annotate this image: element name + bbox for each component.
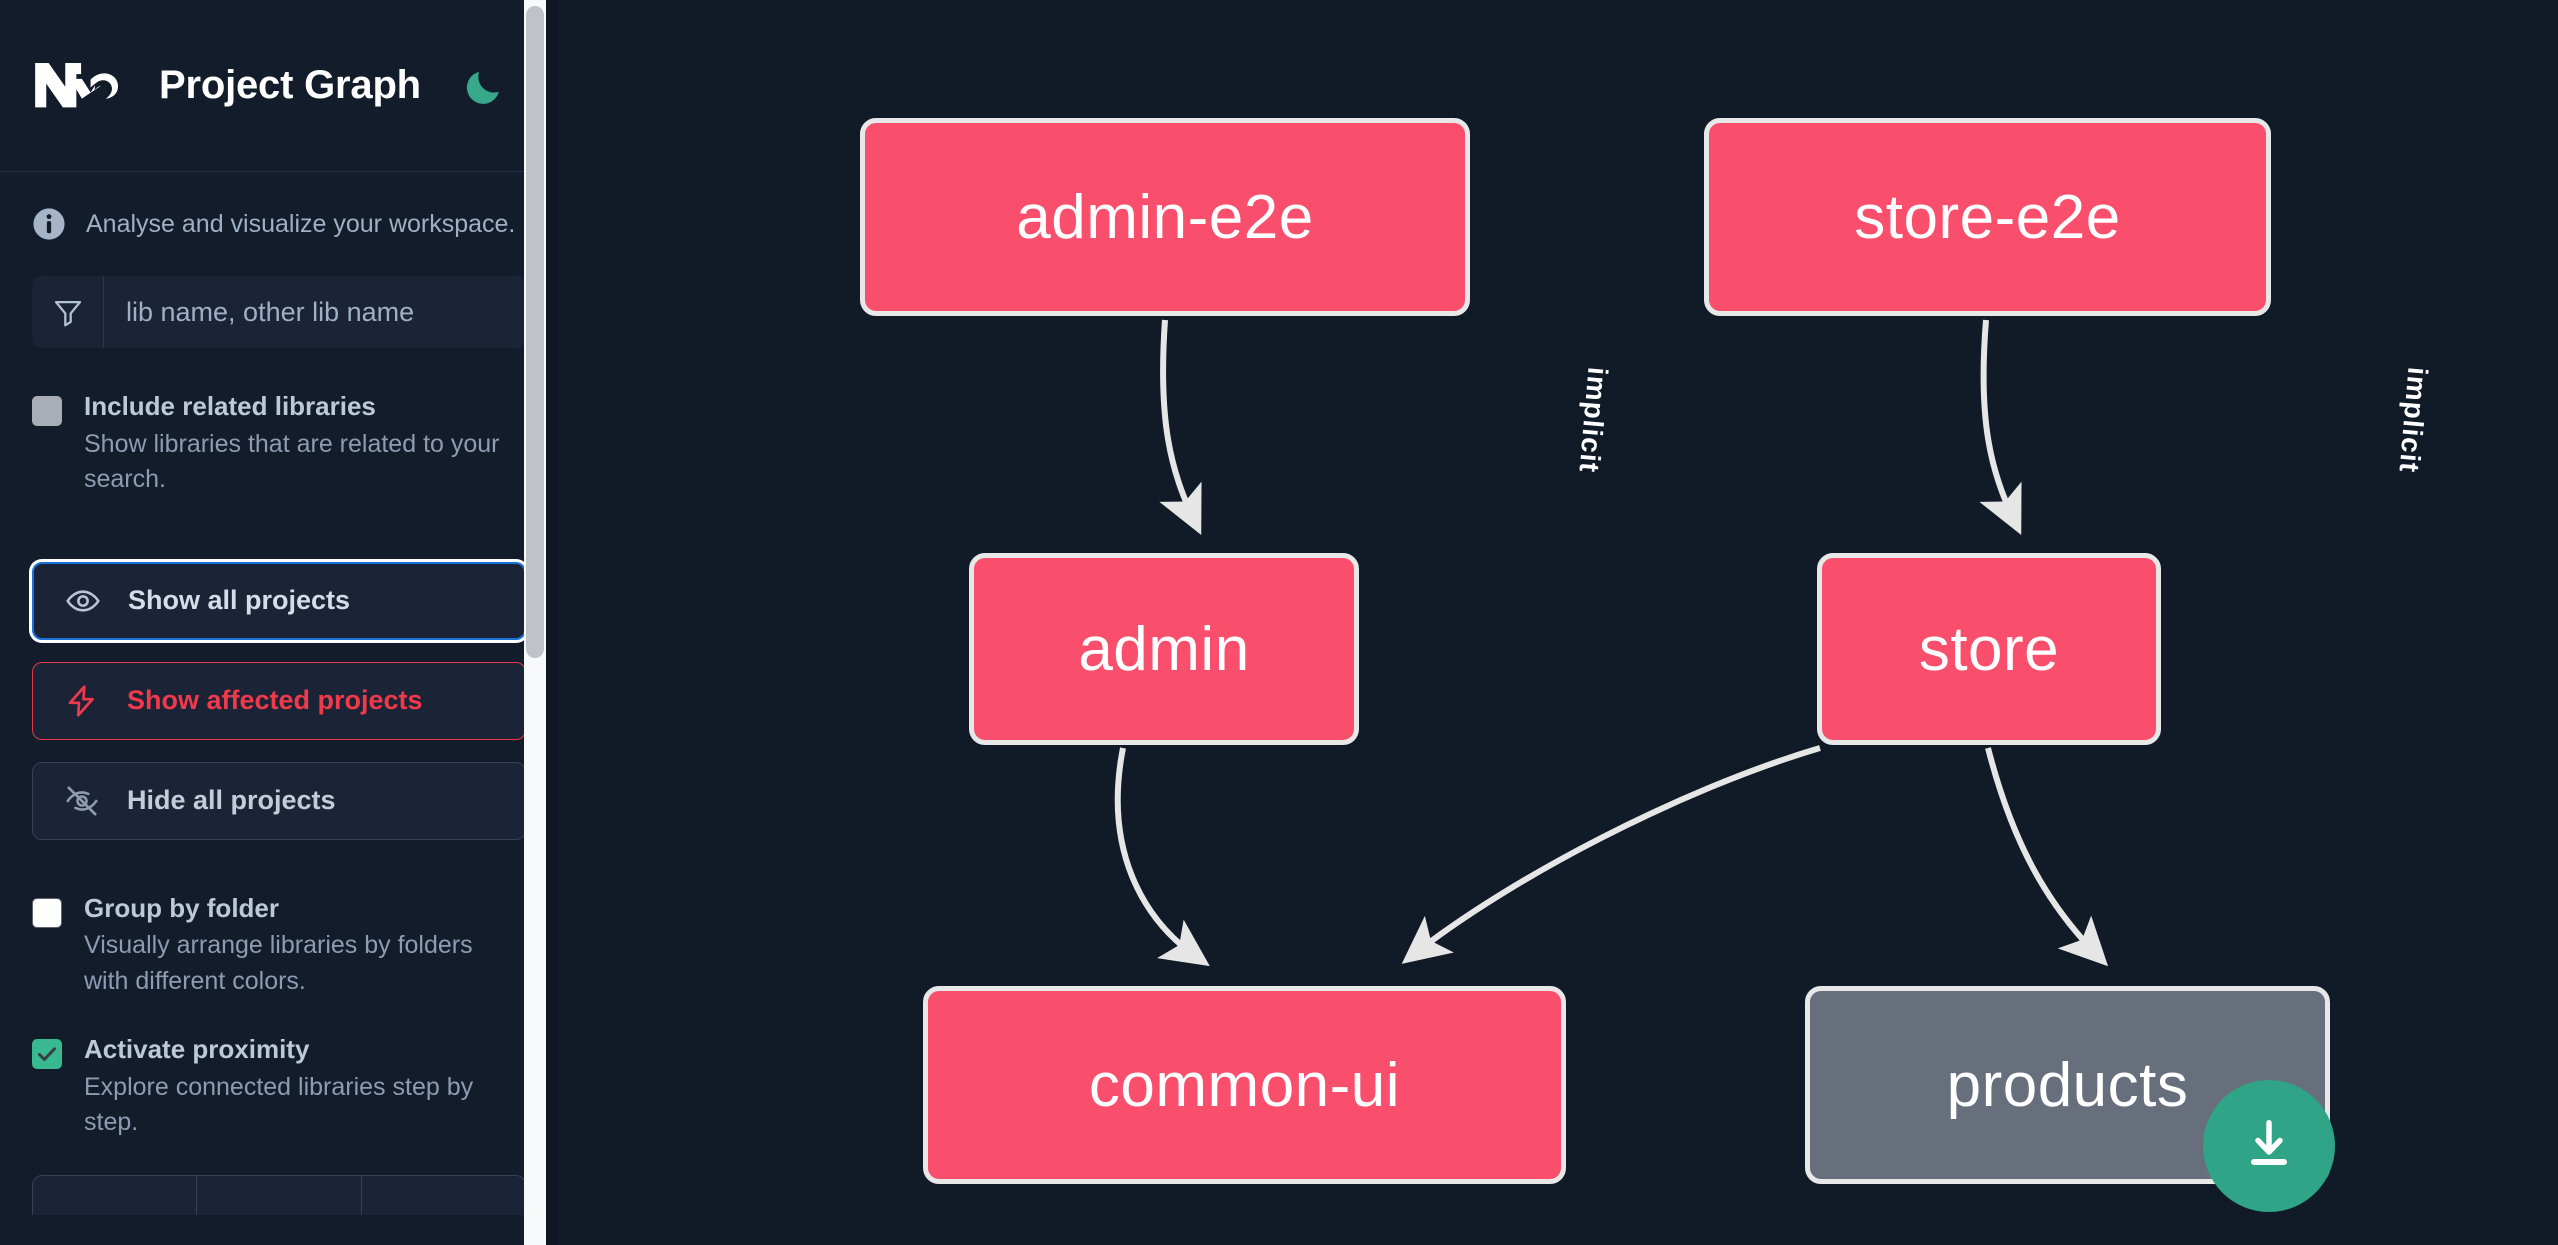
eye-icon xyxy=(64,582,102,620)
option-activate-proximity[interactable]: Activate proximity Explore connected lib… xyxy=(32,1033,526,1141)
option-description: Visually arrange libraries by folders wi… xyxy=(84,931,473,995)
button-label: Hide all projects xyxy=(127,785,336,815)
option-label: Group by folder xyxy=(84,892,279,923)
filter-icon xyxy=(32,276,104,348)
search-input[interactable] xyxy=(104,276,526,348)
sidebar-scrollbar-thumb[interactable] xyxy=(526,6,544,658)
eye-slash-icon xyxy=(63,782,101,820)
download-icon xyxy=(2239,1114,2299,1179)
node-label: common-ui xyxy=(1088,1050,1401,1120)
segment-option-2[interactable] xyxy=(197,1175,362,1215)
sidebar-note: Analyse and visualize your workspace. xyxy=(0,172,558,276)
option-label: Activate proximity xyxy=(84,1034,310,1064)
option-description: Show libraries that are related to your … xyxy=(84,429,500,494)
graph-node-store[interactable]: store xyxy=(1817,553,2161,745)
node-label: products xyxy=(1946,1050,2189,1120)
checkbox-activate-proximity[interactable] xyxy=(32,1039,62,1069)
moon-icon[interactable] xyxy=(461,63,507,109)
lightning-icon xyxy=(63,682,101,720)
button-label: Show all projects xyxy=(128,585,351,615)
segment-option-3[interactable] xyxy=(362,1176,525,1215)
show-affected-projects-button[interactable]: Show affected projects xyxy=(32,661,526,740)
graph-edges xyxy=(1114,319,2109,967)
graph-canvas[interactable]: admin-e2e store-e2e admin store common-u… xyxy=(558,0,2558,1245)
option-group-by-folder[interactable]: Group by folder Visually arrange librari… xyxy=(32,892,526,1000)
option-include-related-libraries[interactable]: Include related libraries Show libraries… xyxy=(32,390,526,498)
sidebar-header: Project Graph xyxy=(0,0,558,172)
graph-node-admin[interactable]: admin xyxy=(969,553,1359,745)
edge-admin-to-common-ui xyxy=(1114,747,1210,967)
edge-store-e2e-to-store xyxy=(1979,319,2022,535)
edge-store-to-common-ui xyxy=(1401,745,1821,964)
sidebar: Project Graph Analyse and visualize your… xyxy=(0,0,558,1245)
graph-node-admin-e2e[interactable]: admin-e2e xyxy=(860,118,1470,316)
download-image-button[interactable] xyxy=(2203,1080,2335,1212)
edge-store-to-products xyxy=(1985,747,2109,967)
option-description: Explore connected libraries step by step… xyxy=(84,1072,474,1137)
checkbox-group-by-folder[interactable] xyxy=(32,897,62,928)
app-title: Project Graph xyxy=(159,63,421,107)
sidebar-scrollbar[interactable] xyxy=(524,0,546,1245)
graph-node-common-ui[interactable]: common-ui xyxy=(923,986,1566,1184)
checkbox-include-related-libraries[interactable] xyxy=(32,396,62,426)
graph-node-store-e2e[interactable]: store-e2e xyxy=(1704,118,2271,316)
node-label: admin xyxy=(1078,614,1250,684)
node-label: admin-e2e xyxy=(1016,182,1314,252)
show-all-projects-button[interactable]: Show all projects xyxy=(32,561,526,640)
hide-all-projects-button[interactable]: Hide all projects xyxy=(32,761,526,840)
search-row xyxy=(32,276,526,348)
segment-option-1[interactable] xyxy=(33,1175,198,1215)
nx-logo xyxy=(32,55,127,117)
sidebar-note-text: Analyse and visualize your workspace. xyxy=(86,209,516,238)
sidebar-edge xyxy=(546,0,558,1245)
button-label: Show affected projects xyxy=(127,685,423,715)
proximity-segmented-control[interactable] xyxy=(32,1174,526,1215)
edge-admin-e2e-to-admin xyxy=(1159,319,1202,535)
info-icon xyxy=(32,207,66,241)
sidebar-body: Include related libraries Show libraries… xyxy=(0,276,558,1215)
option-label: Include related libraries xyxy=(84,391,376,421)
node-label: store xyxy=(1918,614,2060,684)
node-label: store-e2e xyxy=(1854,182,2121,252)
